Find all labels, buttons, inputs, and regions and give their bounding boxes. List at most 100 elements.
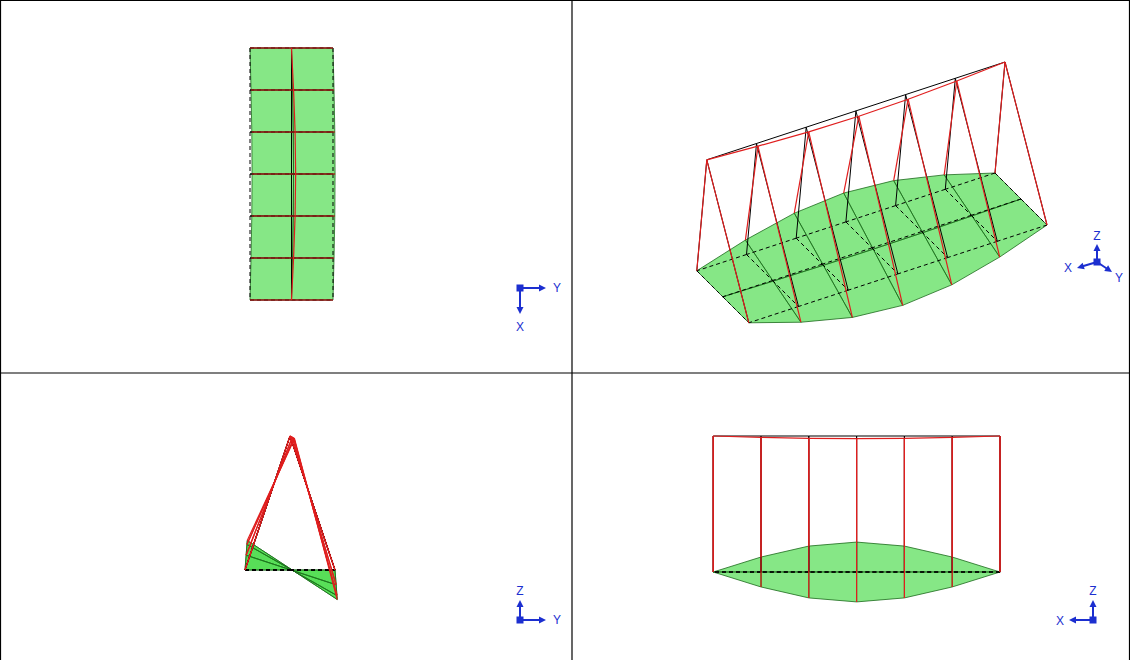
plate-element (293, 90, 335, 132)
deformed-member (809, 132, 853, 318)
truss-member (250, 48, 292, 49)
axis-origin (1094, 259, 1101, 266)
plate-element (857, 542, 905, 572)
truss-member (846, 111, 856, 222)
undeformed-deck (333, 174, 334, 216)
arrow-head (1077, 263, 1085, 270)
truss-member (906, 78, 956, 94)
undeformed-deck (250, 132, 251, 174)
plate-element (761, 572, 809, 598)
arrow-head (1104, 265, 1112, 272)
plate-element (952, 572, 1000, 587)
deformed-member (857, 438, 905, 440)
undeformed-deck (822, 264, 848, 290)
deformed-member (761, 437, 809, 439)
undeformed-deck (333, 258, 334, 300)
truss-member (250, 300, 292, 301)
deformed-member (294, 174, 296, 216)
undeformed-deck (747, 238, 797, 254)
deformed-member (292, 258, 294, 300)
undeformed-deck (773, 264, 823, 280)
deformed-member (957, 81, 1000, 257)
plate-element (761, 546, 809, 572)
undeformed-deck (245, 570, 290, 571)
deformed-member (292, 47, 334, 48)
truss-member (796, 127, 806, 238)
undeformed-deck (290, 570, 335, 571)
undeformed-deck (809, 572, 857, 573)
deformed-member (251, 89, 294, 90)
undeformed-deck (945, 189, 971, 215)
plate-element (251, 216, 293, 258)
arrow-head (539, 617, 546, 624)
axis-triad (517, 285, 547, 315)
truss-member (290, 436, 335, 570)
axis-label: Z (1093, 229, 1100, 243)
plate-element (723, 281, 801, 323)
axis-label: X (1056, 614, 1064, 628)
undeformed-deck (796, 238, 822, 264)
truss-member (245, 436, 290, 570)
deformed-member (999, 436, 1000, 572)
deformed-member (859, 99, 908, 116)
deformed-member (707, 160, 749, 323)
undeformed-deck (250, 90, 251, 132)
truss-member (707, 160, 749, 323)
undeformed-deck (245, 570, 290, 571)
deformed-member (294, 132, 296, 174)
deformed-member (247, 438, 294, 544)
truss-member (245, 436, 290, 570)
deformed-member (292, 437, 336, 584)
model-view (250, 48, 335, 300)
undeformed-deck (290, 570, 335, 571)
plate-element (713, 572, 761, 587)
undeformed-deck (773, 281, 799, 307)
axis-triad (1077, 244, 1112, 272)
undeformed-deck (922, 215, 972, 231)
truss-member (291, 132, 292, 174)
deformed-member (245, 436, 290, 570)
undeformed-deck (809, 572, 857, 573)
truss-member (713, 436, 714, 572)
deformed-member (292, 299, 334, 300)
undeformed-deck (857, 572, 905, 573)
undeformed-deck (971, 215, 997, 241)
undeformed-deck (250, 216, 251, 258)
undeformed-deck (290, 570, 335, 571)
deformed-member (808, 438, 809, 598)
plate-element (293, 174, 335, 216)
deformed-member (294, 90, 296, 132)
undeformed-deck (799, 290, 849, 306)
axis-triad (1069, 600, 1097, 624)
model-view (245, 436, 337, 599)
deformed-member (904, 437, 952, 439)
truss-member (245, 436, 290, 570)
undeformed-deck (245, 570, 290, 571)
plate-element (809, 572, 857, 602)
undeformed-deck (333, 132, 334, 174)
undeformed-deck (904, 572, 952, 573)
undeformed-deck (997, 225, 1047, 241)
plate-element (250, 48, 293, 90)
undeformed-deck (945, 173, 995, 189)
truss-member (290, 436, 335, 570)
undeformed-deck (948, 241, 998, 257)
undeformed-deck (250, 48, 292, 49)
undeformed-deck (904, 572, 952, 573)
undeformed-deck (291, 174, 292, 216)
truss-member (761, 436, 809, 437)
undeformed-deck (848, 274, 898, 290)
truss-member (1005, 62, 1047, 225)
plate-element (809, 542, 857, 572)
deformed-member (252, 173, 296, 174)
plate-element (251, 90, 293, 132)
deformed-member (290, 436, 335, 570)
deformed-member (809, 116, 859, 132)
truss-member (245, 436, 290, 570)
truss-member (245, 436, 290, 570)
undeformed-deck (898, 258, 948, 274)
truss-member (904, 436, 952, 437)
deformed-member (794, 132, 808, 213)
deformed-member (957, 62, 1005, 81)
